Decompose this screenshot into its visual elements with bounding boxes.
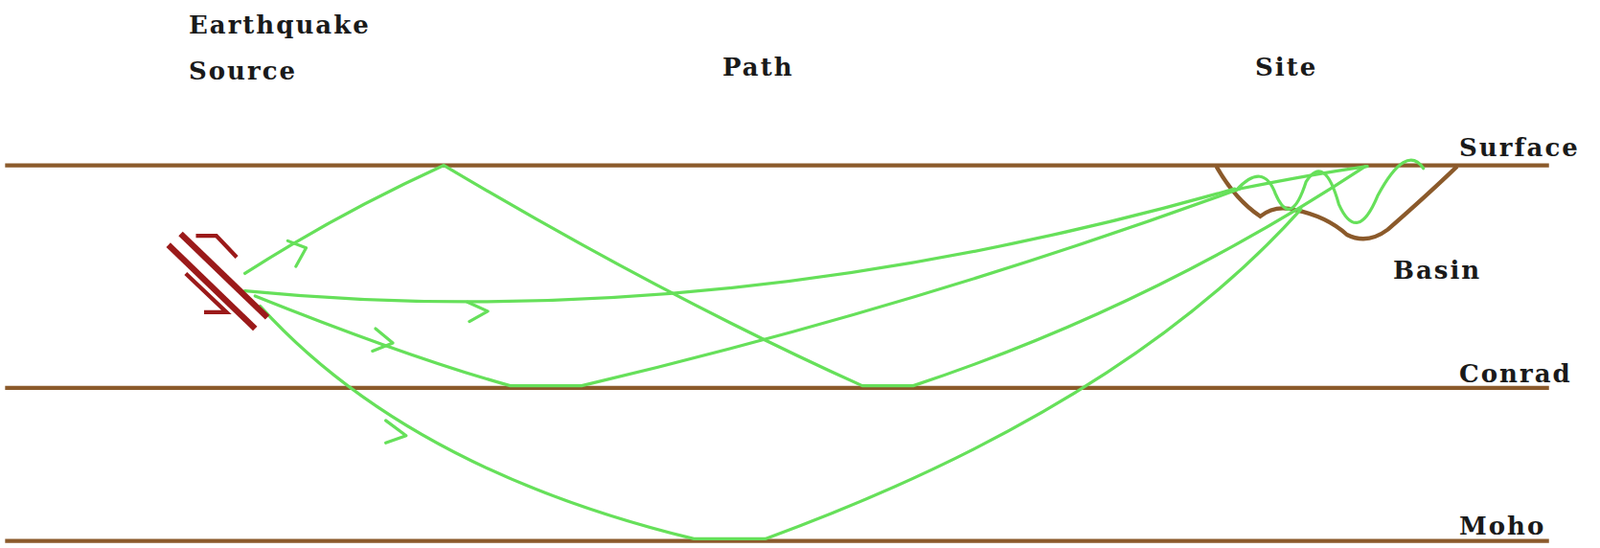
ray-path (1239, 166, 1368, 189)
ray-path (254, 188, 1240, 387)
ray-path (1236, 160, 1424, 223)
arrow-head (372, 328, 393, 351)
surface-line (4, 162, 1549, 167)
arrow-head (386, 420, 407, 443)
ray-path (260, 208, 1302, 539)
conrad-line (4, 386, 1549, 390)
ray-path (245, 188, 1235, 302)
layer-label: Surface (1459, 124, 1580, 171)
path-label: Path (722, 44, 795, 91)
layer-boundaries (4, 165, 1549, 542)
fault-symbol (168, 233, 268, 329)
moho-line (4, 538, 1549, 543)
site-label: Site (1255, 44, 1318, 91)
layer-label: Conrad (1459, 350, 1573, 397)
ray-path (245, 165, 1366, 387)
source-label: Earthquake Source (188, 1, 429, 94)
basin-label: Basin (1393, 247, 1482, 294)
ray-paths (245, 160, 1424, 539)
layer-label: Moho (1459, 502, 1546, 548)
arrow-head (467, 301, 488, 321)
arrow-head (287, 240, 306, 267)
